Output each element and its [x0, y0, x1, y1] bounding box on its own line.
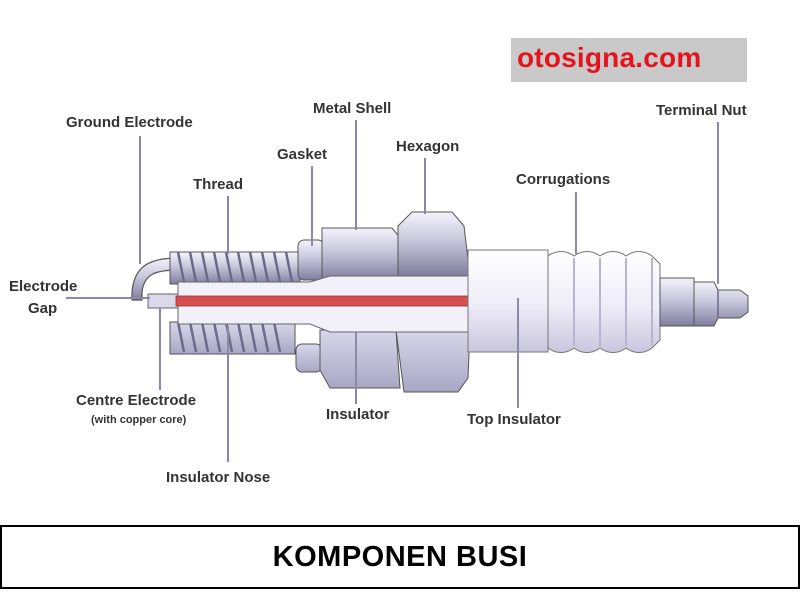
- metal-shell-lower-shape: [319, 329, 401, 389]
- hexagon-shape: [397, 211, 471, 277]
- title-bar: KOMPONEN BUSI: [0, 525, 800, 589]
- hexagon-lower-shape: [395, 329, 471, 393]
- label-metal-shell: Metal Shell: [313, 100, 391, 117]
- corrugations-shape: [547, 251, 661, 353]
- terminal-nut-shape: [659, 277, 749, 327]
- watermark-text: otosigna.com: [517, 42, 702, 73]
- spark-plug: [131, 211, 749, 393]
- top-insulator-shape: [467, 249, 549, 353]
- label-corrugations: Corrugations: [516, 171, 610, 188]
- label-thread: Thread: [193, 176, 243, 193]
- label-terminal-nut: Terminal Nut: [656, 102, 747, 119]
- label-insulator-nose: Insulator Nose: [166, 469, 270, 486]
- spark-plug-diagram: Ground Electrode Metal Shell Terminal Nu…: [9, 100, 749, 486]
- label-insulator: Insulator: [326, 406, 390, 423]
- copper-core-shape: [175, 295, 469, 307]
- label-centre-electrode-sub: (with copper core): [91, 414, 187, 426]
- thread-lower-shape: [169, 321, 296, 355]
- label-electrode-gap-line2: Gap: [28, 300, 57, 317]
- leader-lines: [66, 120, 719, 462]
- gasket-lower-shape: [295, 343, 323, 373]
- labels: Ground Electrode Metal Shell Terminal Nu…: [9, 100, 747, 486]
- ground-electrode-shape: [131, 257, 179, 301]
- label-centre-electrode: Centre Electrode: [76, 392, 196, 409]
- label-gasket: Gasket: [277, 146, 327, 163]
- page-title: KOMPONEN BUSI: [272, 540, 528, 573]
- watermark: otosigna.com: [511, 38, 747, 82]
- label-hexagon: Hexagon: [396, 138, 459, 155]
- thread-shape: [169, 251, 301, 285]
- label-electrode-gap-line1: Electrode: [9, 278, 77, 295]
- label-ground-electrode: Ground Electrode: [66, 114, 193, 131]
- label-top-insulator: Top Insulator: [467, 411, 561, 428]
- centre-electrode-shape: [147, 293, 179, 309]
- metal-shell-shape: [321, 227, 403, 281]
